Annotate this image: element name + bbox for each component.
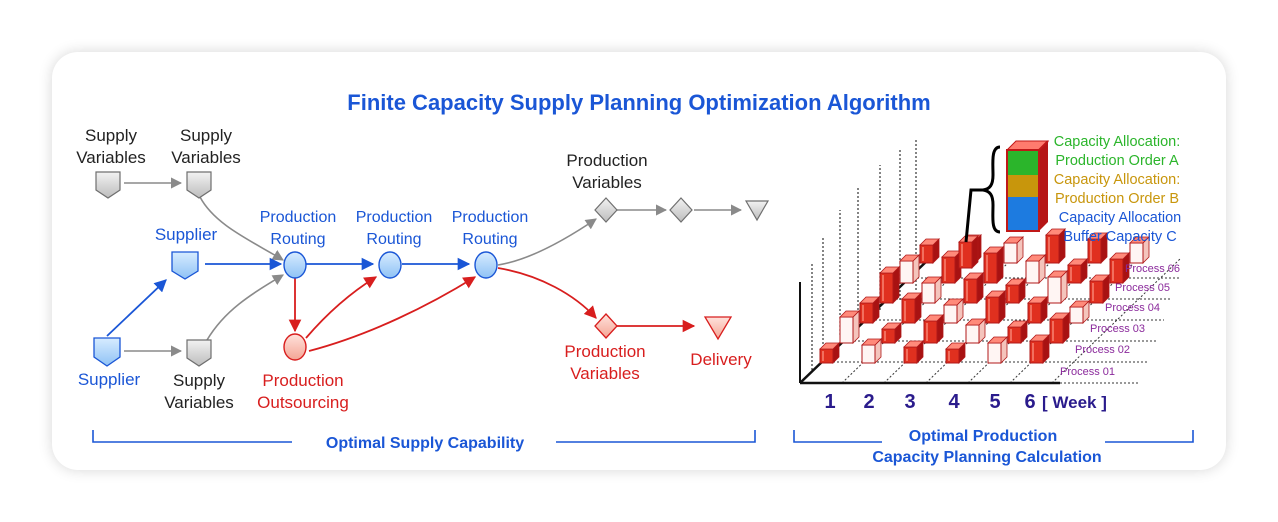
capacity-bars — [819, 228, 1150, 364]
process-label-04: Process 04 — [1105, 302, 1160, 314]
capacity-bar — [859, 296, 880, 324]
label-supplier-bottom: Supplier — [78, 370, 141, 389]
capacity-planning-bracket — [793, 430, 1194, 443]
delivery-triangle — [703, 316, 733, 341]
capacity-bar — [985, 290, 1006, 324]
week-label-4: 4 — [948, 391, 960, 413]
capacity-bar — [1067, 258, 1088, 284]
capacity-bar — [963, 272, 984, 304]
capacity-bar — [1129, 236, 1150, 264]
capacity-bar — [945, 342, 966, 364]
week-axis-label: [ Week ] — [1042, 393, 1107, 412]
capacity-bar — [921, 276, 942, 304]
production-vars-diamond-1 — [594, 197, 618, 223]
network-connectors — [106, 177, 743, 357]
week-label-5: 5 — [989, 391, 1000, 413]
process-labels: Process 06 Process 05 Process 04 Process… — [1060, 263, 1180, 378]
capacity-bar — [901, 292, 922, 324]
capacity-bar — [1069, 300, 1090, 324]
capacity-bar — [941, 250, 962, 284]
supply-vars-shield-1 — [95, 171, 121, 199]
routing-node-2 — [378, 251, 402, 279]
production-vars-diamond-2 — [669, 197, 693, 223]
routing-node-3 — [474, 251, 498, 279]
outsourcing-node — [283, 333, 307, 361]
capacity-stack-legend — [1005, 140, 1050, 232]
capacity-bar — [861, 338, 882, 364]
capacity-bar — [1045, 228, 1066, 264]
capacity-bar — [919, 238, 940, 264]
end-triangle-gray — [744, 200, 770, 222]
week-labels: 1 2 3 4 5 6 — [824, 391, 1035, 413]
capacity-bar — [958, 235, 979, 269]
supply-vars-shield-2 — [186, 171, 212, 199]
process-label-06: Process 06 — [1125, 263, 1180, 275]
capacity-bar — [1029, 334, 1050, 364]
legend-order-b: Capacity Allocation:Production Order B — [1054, 172, 1181, 207]
capacity-bar — [903, 340, 924, 364]
label-optimal-supply: Optimal Supply Capability — [326, 435, 524, 452]
legend-order-a: Capacity Allocation:Production Order A — [1054, 134, 1181, 169]
capacity-bar — [1003, 236, 1024, 264]
capacity-bar — [983, 246, 1004, 284]
capacity-bar — [965, 318, 986, 344]
process-label-05: Process 05 — [1115, 282, 1170, 294]
week-label-3: 3 — [904, 391, 915, 413]
process-label-03: Process 03 — [1090, 323, 1145, 335]
supplier-shield-top — [171, 251, 199, 280]
process-label-01: Process 01 — [1060, 366, 1115, 378]
capacity-bar — [1027, 296, 1048, 324]
capacity-bar — [819, 342, 840, 364]
capacity-bar — [881, 322, 902, 344]
capacity-bar — [1109, 252, 1130, 284]
legend-brace — [964, 145, 1001, 243]
week-label-2: 2 — [863, 391, 874, 413]
capacity-bar — [1007, 320, 1028, 344]
capacity-bar — [943, 298, 964, 324]
label-delivery: Delivery — [690, 350, 752, 369]
week-label-1: 1 — [824, 391, 835, 413]
supplier-shield-bottom — [93, 337, 121, 367]
capacity-bar — [879, 266, 900, 304]
capacity-bar — [899, 254, 920, 284]
process-label-02: Process 02 — [1075, 344, 1130, 356]
label-supplier-top: Supplier — [155, 225, 218, 244]
supply-vars-shield-3 — [186, 339, 212, 367]
capacity-bar — [923, 314, 944, 344]
capacity-bar — [1005, 278, 1026, 304]
capacity-bar — [1089, 274, 1110, 304]
production-vars-diamond-red — [594, 313, 618, 339]
capacity-bar — [987, 336, 1008, 364]
capacity-bar — [1047, 270, 1068, 304]
week-label-6: 6 — [1024, 391, 1035, 413]
capacity-bar — [1049, 312, 1070, 344]
capacity-bar — [839, 310, 860, 344]
routing-node-1 — [283, 251, 307, 279]
diagram-title: Finite Capacity Supply Planning Optimiza… — [347, 90, 930, 115]
capacity-bar — [1087, 232, 1108, 264]
capacity-bar — [1025, 254, 1046, 284]
supply-capability-bracket — [92, 430, 756, 443]
